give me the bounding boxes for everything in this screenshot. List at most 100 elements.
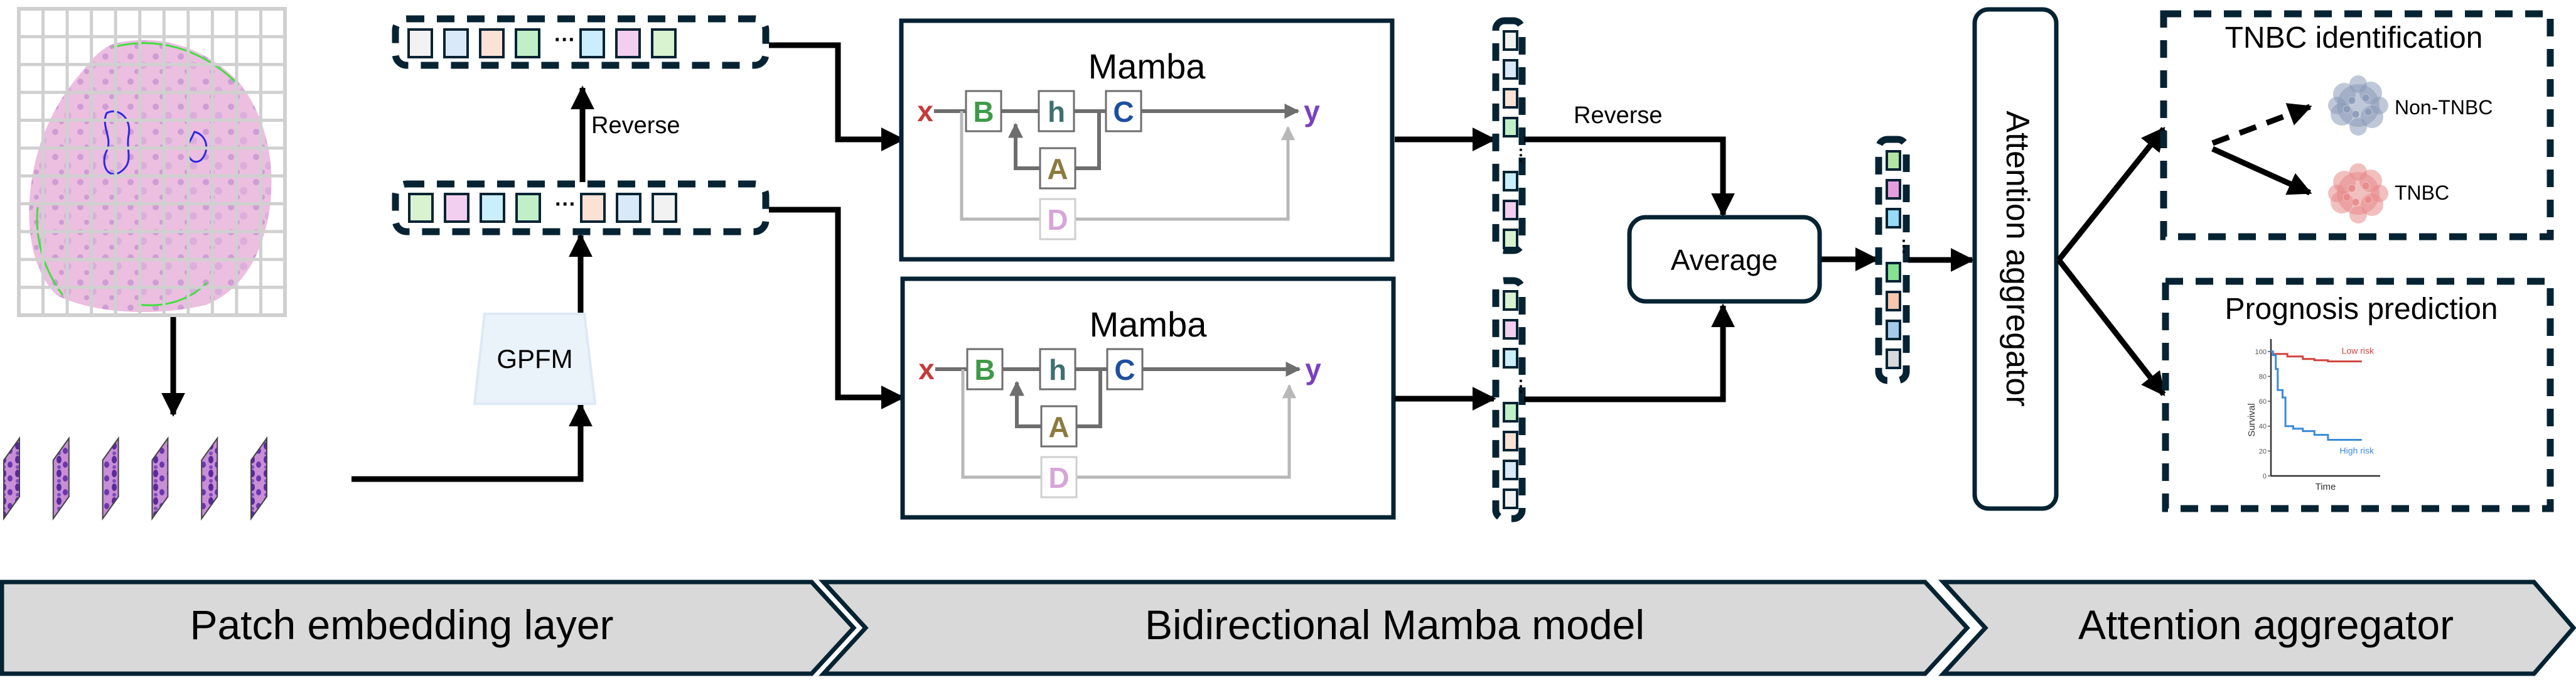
node-h-label: h (1049, 353, 1066, 386)
node-h-box (1039, 348, 1076, 391)
cell-nucleus (2343, 105, 2351, 114)
y-axis-label: Survival (2246, 403, 2257, 436)
forward-token-sequence: ··· (392, 180, 770, 235)
cell-nucleus (2348, 184, 2356, 193)
node-c-label: C (1114, 353, 1135, 386)
cell-nucleus (2364, 107, 2373, 116)
cell-blob (2349, 75, 2367, 93)
token-cell (615, 28, 641, 58)
non-tnbc-cell-cluster-icon (2328, 75, 2388, 136)
cell-blob (2349, 163, 2367, 181)
patch-tile (201, 436, 218, 521)
token-cell (1503, 402, 1518, 423)
ellipsis: ··· (1512, 379, 1531, 395)
stage-banners: Patch embedding layer Bidirectional Mamb… (0, 580, 2576, 676)
y-tick-label: 20 (2259, 448, 2267, 455)
prognosis-prediction-panel: Prognosis prediction 020406080100Surviva… (2162, 278, 2554, 512)
gpfm-label: GPFM (496, 344, 572, 374)
gpfm-encoder: GPFM (473, 313, 597, 405)
token-cell (1503, 290, 1518, 311)
ellipsis: ··· (1512, 148, 1531, 164)
patch-tile (250, 436, 267, 521)
token-cell (1503, 319, 1518, 340)
arrow-reversed-to-mamba-top (769, 42, 905, 151)
token-cell (1503, 229, 1518, 249)
node-a-box (1039, 147, 1076, 190)
average-label: Average (1671, 244, 1778, 276)
y-tick-label: 60 (2259, 398, 2267, 406)
node-b-box (965, 90, 1002, 132)
token-cell (480, 193, 505, 223)
cell-nucleus (2361, 181, 2370, 190)
node-h-label: h (1048, 95, 1065, 128)
cell-nucleus (2343, 193, 2351, 202)
token-cell (1886, 348, 1901, 369)
reverse-label-right: Reverse (1574, 102, 1663, 129)
cell-nucleus (2348, 96, 2356, 105)
attention-aggregator-label: Attention aggregator (1999, 111, 2036, 406)
token-cell (444, 193, 470, 223)
cell-blob (2371, 185, 2388, 202)
series-label-high-risk: High risk (2340, 446, 2375, 456)
token-cell (1503, 348, 1518, 369)
node-a-box (1040, 405, 1078, 448)
whole-slide-image (17, 7, 287, 317)
ellipsis: ··· (555, 192, 576, 216)
cell-nucleus (2364, 195, 2373, 204)
node-c-box (1106, 348, 1144, 391)
y-tick-label: 80 (2259, 373, 2267, 380)
banner-label: Bidirectional Mamba model (1145, 601, 1645, 648)
non-tnbc-label: Non-TNBC (2395, 96, 2493, 119)
arrow-patches-to-gpfm (352, 402, 593, 482)
token-cell (515, 28, 540, 58)
node-h-box (1038, 90, 1075, 132)
attention-aggregator: Attention aggregator (1972, 7, 2059, 511)
node-d-box (1040, 456, 1078, 499)
node-b-box (966, 348, 1004, 391)
skip-connection (960, 111, 1296, 221)
token-cell (1503, 59, 1518, 80)
patch-tile (151, 436, 169, 521)
mamba-title: Mamba (1088, 46, 1206, 86)
token-cell (1886, 262, 1901, 283)
node-d-label: D (1048, 461, 1069, 494)
cell-blob (2328, 185, 2346, 202)
arrow-aggregator-to-prognosis (2056, 258, 2166, 396)
y-tick-label: 40 (2259, 423, 2267, 431)
banner-label: Patch embedding layer (190, 601, 613, 648)
output-y-label: y (1304, 95, 1320, 127)
token-cell (652, 193, 677, 223)
patch-grid (17, 7, 287, 317)
cell-blob (2349, 206, 2367, 224)
series-line-high-risk (2271, 350, 2362, 441)
token-cell (479, 28, 505, 58)
token-cell (1886, 320, 1901, 340)
banner-label: Attention aggregator (2078, 601, 2454, 648)
y-tick-label: 100 (2255, 348, 2267, 356)
arrow-aggregator-to-tnbc (2056, 127, 2166, 262)
banner-patch-embedding: Patch embedding layer (0, 580, 857, 676)
reverse-label-left: Reverse (591, 112, 680, 139)
tnbc-cell-cluster-icon (2328, 163, 2388, 224)
arrow-to-non-tnbc (2211, 103, 2312, 146)
cell-blob (2328, 97, 2346, 114)
arrow-column-top-to-average (1524, 136, 1735, 217)
mamba-top-output-column: ··· (1492, 17, 1531, 254)
mamba-title: Mamba (1090, 305, 1208, 344)
node-a-label: A (1047, 153, 1068, 185)
node-c-label: C (1113, 95, 1134, 128)
cell-nucleus (2361, 94, 2370, 102)
token-cell (579, 28, 605, 58)
token-cell (1503, 30, 1518, 51)
skip-connection (961, 369, 1297, 479)
token-cell (1503, 431, 1518, 451)
token-cell (1503, 488, 1518, 509)
token-cell (1503, 117, 1518, 138)
patch-tiles (3, 436, 267, 521)
node-c-box (1105, 90, 1142, 132)
cell-nucleus (2351, 198, 2360, 207)
input-x-label: x (918, 353, 935, 386)
